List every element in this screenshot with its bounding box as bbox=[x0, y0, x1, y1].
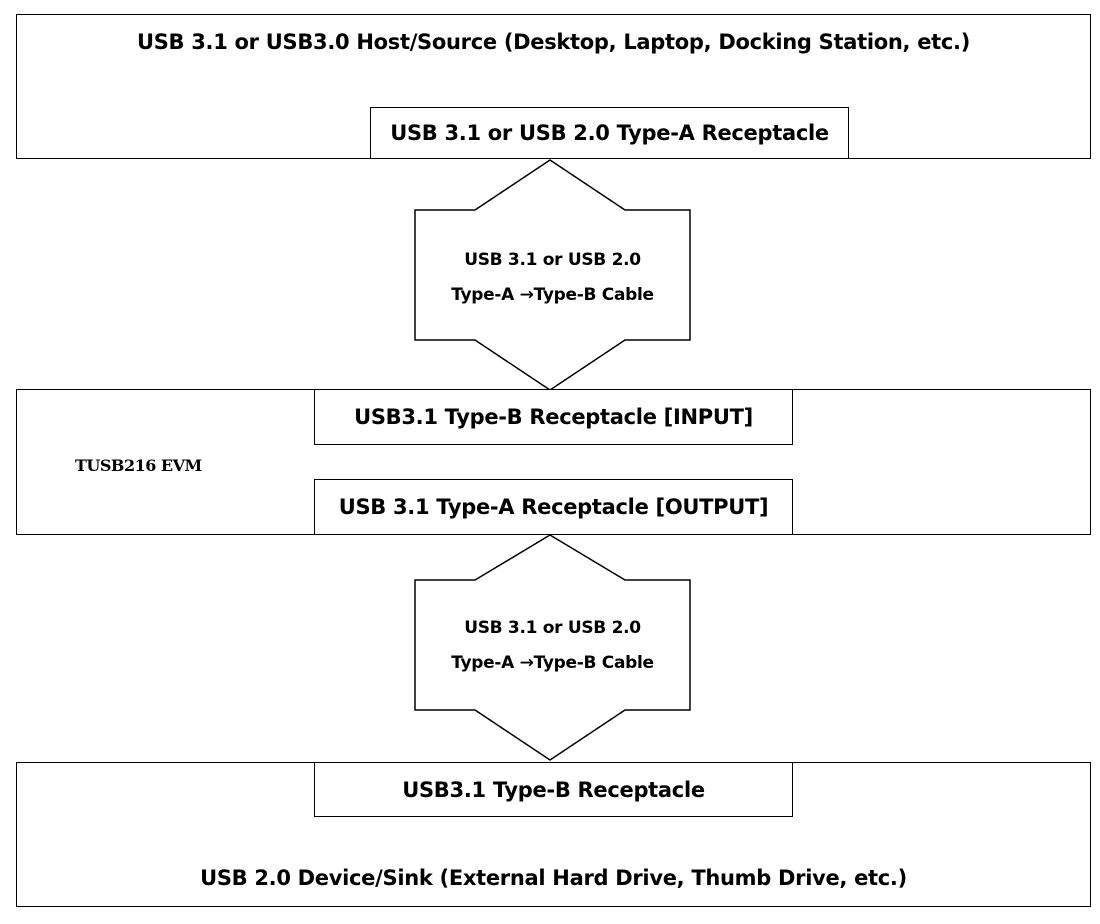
device-receptacle-label: USB3.1 Type-B Receptacle bbox=[402, 777, 705, 802]
bottom-cable-line2: Type-A →Type-B Cable bbox=[451, 653, 654, 673]
host-title: USB 3.1 or USB3.0 Host/Source (Desktop, … bbox=[136, 30, 971, 54]
evm-name: TUSB216 EVM bbox=[75, 456, 202, 475]
evm-input-label: USB3.1 Type-B Receptacle [INPUT] bbox=[354, 405, 753, 429]
evm-output-label: USB 3.1 Type-A Receptacle [OUTPUT] bbox=[338, 495, 769, 519]
top-cable-line2: Type-A →Type-B Cable bbox=[451, 285, 654, 305]
device-receptacle: USB3.1 Type-B Receptacle bbox=[314, 762, 793, 817]
evm-input-receptacle: USB3.1 Type-B Receptacle [INPUT] bbox=[314, 389, 793, 445]
device-title: USB 2.0 Device/Sink (External Hard Drive… bbox=[200, 866, 907, 890]
evm-output-receptacle: USB 3.1 Type-A Receptacle [OUTPUT] bbox=[314, 479, 793, 535]
top-cable-line1: USB 3.1 or USB 2.0 bbox=[464, 250, 641, 270]
host-receptacle-label: USB 3.1 or USB 2.0 Type-A Receptacle bbox=[390, 121, 829, 145]
bottom-cable-line1: USB 3.1 or USB 2.0 bbox=[464, 618, 641, 638]
host-receptacle: USB 3.1 or USB 2.0 Type-A Receptacle bbox=[370, 107, 849, 159]
